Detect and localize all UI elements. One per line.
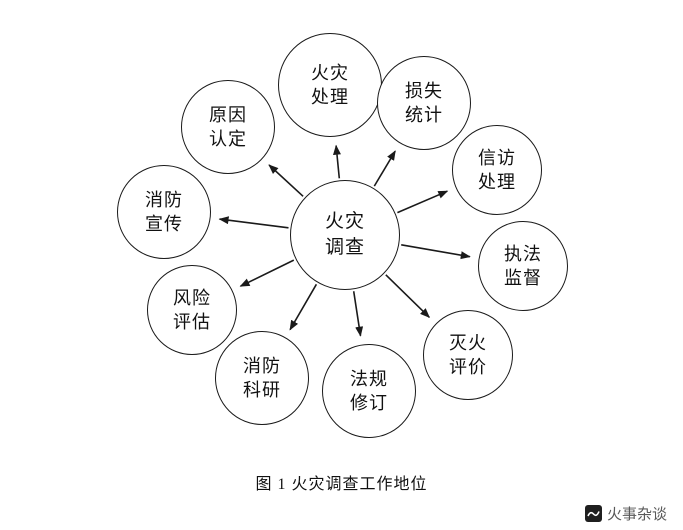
node-label-line: 法规 — [350, 368, 388, 389]
node-petition-handling: 信访 处理 — [452, 125, 542, 215]
node-label-line: 认定 — [209, 129, 247, 149]
node-label-line: 评价 — [449, 357, 487, 377]
node-cause-determination: 原因 认定 — [181, 80, 275, 174]
node-label-line: 损失 — [405, 80, 443, 101]
node-label-line: 监督 — [504, 268, 542, 288]
node-label-line: 消防 — [243, 355, 281, 376]
watermark: 火事杂谈 — [584, 503, 667, 524]
node-label-line: 火灾 — [324, 211, 365, 233]
node-label-line: 消防 — [145, 189, 183, 210]
node-label-line: 统计 — [405, 105, 443, 125]
huoshi-zatan-logo-icon — [584, 505, 602, 522]
node-firefighting-evaluation: 灭火 评价 — [423, 310, 513, 400]
node-label-line: 信访 — [478, 147, 516, 168]
node-fire-disposal: 火灾 处理 — [278, 33, 382, 137]
node-regulation-revision: 法规 修订 — [322, 344, 416, 438]
node-loss-statistics: 损失 统计 — [377, 56, 471, 150]
node-label-line: 修订 — [350, 393, 388, 413]
node-label-line: 处理 — [311, 87, 349, 107]
node-label-line: 执法 — [504, 243, 542, 264]
node-fire-investigation-center: 火灾 调查 — [290, 180, 400, 290]
node-label-line: 处理 — [478, 172, 516, 192]
node-fire-publicity: 消防 宣传 — [117, 165, 211, 259]
node-label-line: 评估 — [173, 312, 211, 332]
node-label-line: 火灾 — [311, 62, 349, 83]
node-label-line: 灭火 — [449, 332, 487, 353]
watermark-text: 火事杂谈 — [606, 506, 667, 523]
node-label-line: 科研 — [243, 380, 281, 400]
node-label-line: 调查 — [324, 237, 365, 258]
node-law-enforcement-supervision: 执法 监督 — [478, 221, 568, 311]
figure-caption: 图 1 火灾调查工作地位 — [255, 476, 428, 493]
node-label-line: 宣传 — [145, 214, 183, 234]
node-risk-assessment: 风险 评估 — [147, 265, 237, 355]
node-label-line: 原因 — [209, 104, 247, 125]
node-fire-research: 消防 科研 — [215, 331, 309, 425]
node-label-line: 风险 — [173, 287, 211, 308]
